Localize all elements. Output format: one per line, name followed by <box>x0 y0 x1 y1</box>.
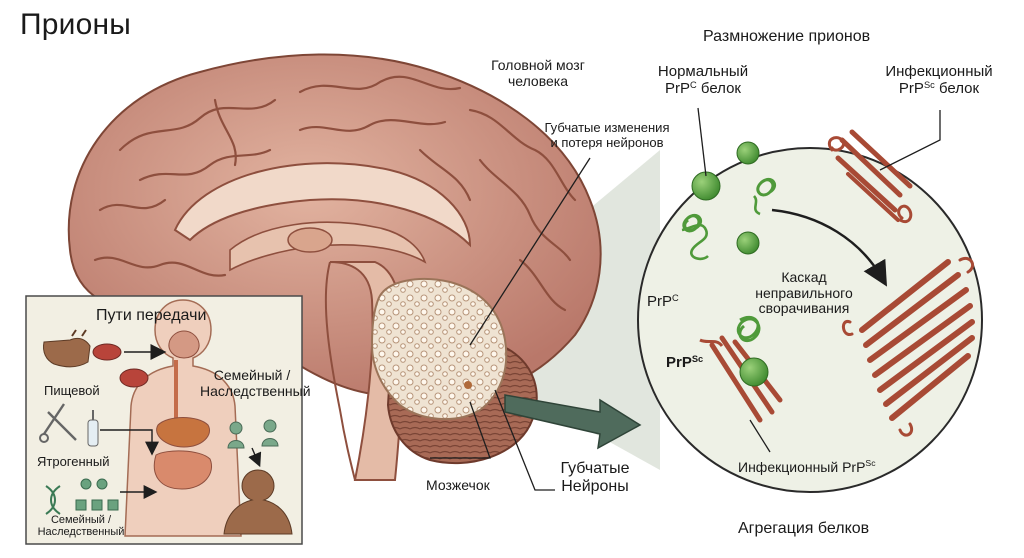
infectious-callout-line <box>879 110 941 171</box>
zoom-arrow <box>504 394 642 450</box>
infectious-prpsc-label: Инфекционный PrPSc белок <box>885 63 993 97</box>
neurons-callout-line <box>494 389 555 491</box>
normal-callout-line <box>697 107 707 177</box>
iatrogenic-route-label: Ятрогенный <box>37 454 110 469</box>
family-route-small-label: Семейный / Наследственный <box>37 514 125 539</box>
prpc-molecules <box>681 141 776 261</box>
family-route-label: Семейный / Наследственный <box>200 367 311 399</box>
replication-title: Размножение прионов <box>703 28 871 45</box>
cerebellum-label: Мозжечок <box>426 477 490 493</box>
page-title: Прионы <box>20 8 132 41</box>
spongy-changes-label: Губчатые изменения и потеря нейронов <box>544 120 670 150</box>
brain-label: Головной мозг человека <box>491 57 585 89</box>
spongy-neurons-label: Губчатые Нейроны <box>560 460 630 495</box>
prpsc-label: PrPSc <box>666 354 704 371</box>
conversion-molecule <box>699 315 783 423</box>
prpsc-aggregate <box>842 257 975 437</box>
food-route-label: Пищевой <box>44 383 100 398</box>
cascade-arrow <box>771 208 888 287</box>
spongy-callout-line <box>469 157 591 346</box>
infectious-bottom-label: Инфекционный PrPSc <box>738 458 876 475</box>
transmission-box <box>25 295 303 545</box>
bottom-callout-line <box>749 419 771 453</box>
normal-prpc-label: Нормальный PrPC белок <box>657 63 749 97</box>
prpsc-molecule-top <box>827 129 913 223</box>
cascade-label: Каскад неправильного сворачивания <box>755 269 853 317</box>
transmission-title: Пути передачи <box>96 307 207 324</box>
replication-circle <box>637 147 983 493</box>
aggregation-label: Агрегация белков <box>738 520 870 537</box>
prpc-label: PrPC <box>647 293 679 310</box>
cerebellum-callout-line <box>430 401 491 459</box>
